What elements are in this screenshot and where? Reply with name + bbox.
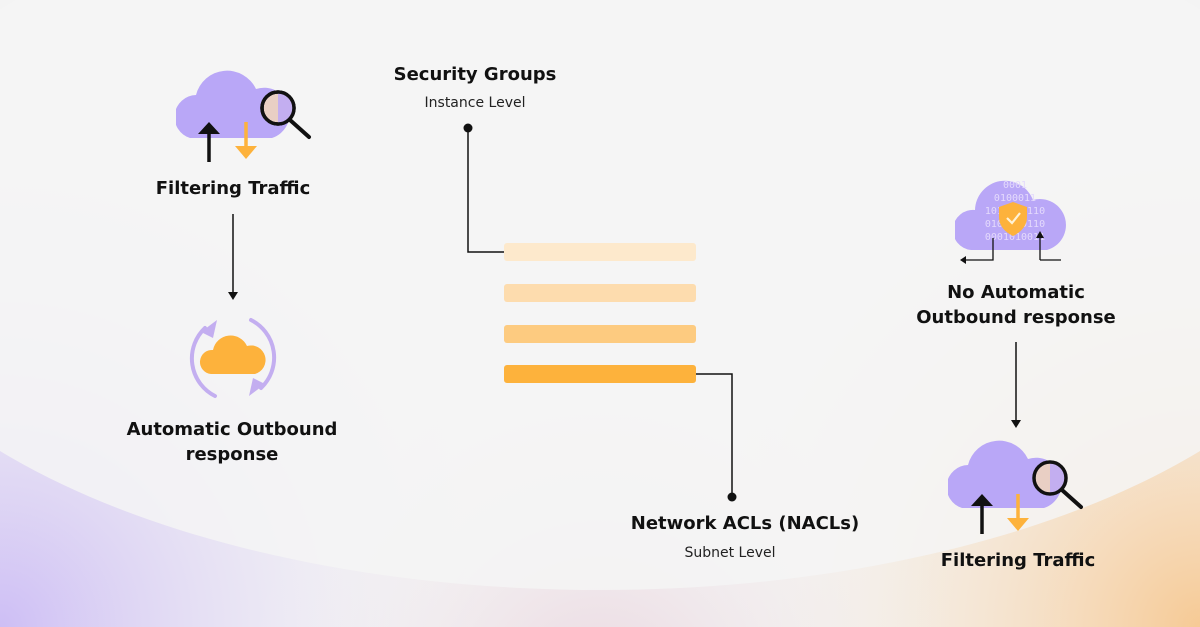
binary-row: 0100011 [994,193,1036,204]
layer-bar-3 [504,325,696,343]
layer-bar-4 [504,365,696,383]
layer-bar-2 [504,284,696,302]
nacl-title: Network ACLs (NACLs) [630,513,860,534]
binary-row: 0001 [1003,180,1027,191]
automatic-outbound-line1: Automatic Outbound [126,419,338,440]
nacl-subtitle: Subnet Level [684,545,776,561]
no-automatic-line2: Outbound response [916,307,1116,328]
security-groups-title: Security Groups [393,64,557,85]
layer-bar-1 [504,243,696,261]
arrow-down-icon [1011,420,1021,428]
filtering-traffic-label-right: Filtering Traffic [940,550,1096,571]
no-automatic-outbound-label: No Automatic Outbound response [916,280,1116,330]
security-groups-subtitle: Instance Level [424,95,526,111]
filtering-traffic-label: Filtering Traffic [155,178,311,199]
cloud-search-icon [176,70,311,162]
cloud-sync-icon [189,318,277,398]
arrow-down-icon [228,292,238,300]
cloud-search-icon [948,440,1083,534]
automatic-outbound-label: Automatic Outbound response [127,417,338,467]
automatic-outbound-line2: response [185,444,279,465]
no-automatic-line1: No Automatic [947,282,1085,303]
cloud-shield-icon: 0001010001110101111100101010110000101001… [955,180,1066,264]
binary-row: 0001010011 [985,232,1045,243]
